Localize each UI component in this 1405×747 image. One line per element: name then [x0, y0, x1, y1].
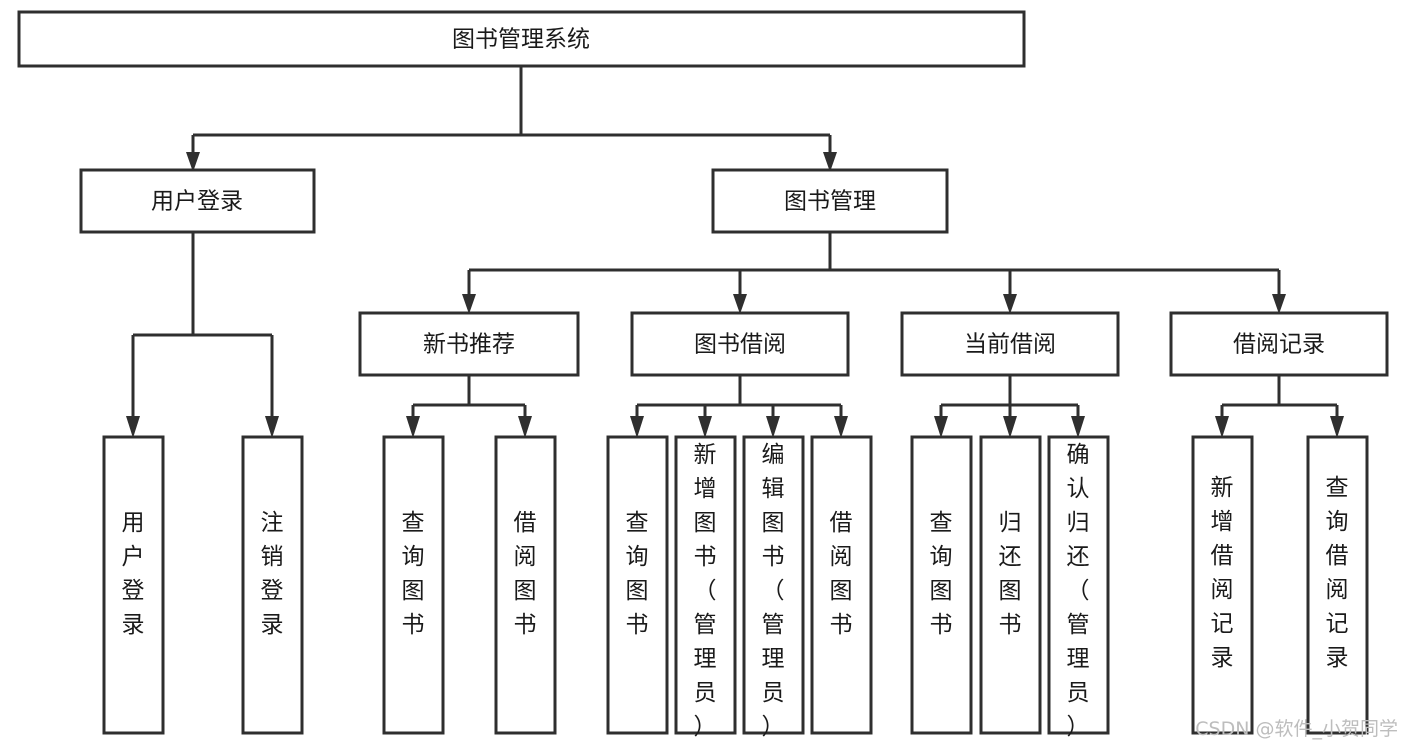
leaf-query-book-1-label: 查询图书 [402, 510, 425, 638]
leaf-node[interactable]: 查询图书 [606, 435, 669, 735]
node-new-book-recommend-box[interactable] [358, 311, 580, 377]
leaf-add-record-label: 新增借阅记录 [1211, 475, 1234, 671]
arrowhead-bb-leaf1 [630, 416, 644, 438]
leaf-confirm-return-box[interactable] [1047, 435, 1110, 735]
arrowhead-bb-leaf3 [766, 416, 780, 438]
leaf-node[interactable]: 查询图书 [382, 435, 445, 735]
node-root[interactable]: 图书管理系统 [17, 10, 1026, 68]
leaf-user-login-label: 用户登录 [122, 510, 145, 638]
leaf-add-book-label: 新增图书（管理员） [694, 442, 717, 740]
node-new-book-recommend-label: 新书推荐 [423, 332, 515, 358]
leaf-query-book-2-label: 查询图书 [626, 510, 649, 638]
leaf-node[interactable]: 注销登录 [241, 435, 304, 735]
leaf-node[interactable]: 查询借阅记录 [1306, 435, 1369, 735]
arrowhead-ul-leaf1 [126, 416, 140, 438]
node-root-label: 图书管理系统 [452, 27, 590, 53]
node-current-borrow-box[interactable] [900, 311, 1120, 377]
node-borrow-record-box[interactable] [1169, 311, 1389, 377]
leaf-borrow-book-1-label: 借阅图书 [514, 510, 537, 638]
node-current-borrow[interactable]: 当前借阅 [900, 311, 1120, 377]
arrowhead-br-leaf2 [1330, 416, 1344, 438]
leaf-user-logout-label: 注销登录 [261, 510, 284, 638]
leaf-user-logout-box[interactable] [241, 435, 304, 735]
node-book-manage-box[interactable] [711, 168, 949, 234]
node-user-login-label: 用户登录 [151, 189, 243, 215]
arrowhead-new-book-recommend [462, 294, 476, 314]
node-borrow-record-label: 借阅记录 [1233, 332, 1325, 358]
leaf-add-book-box[interactable] [674, 435, 737, 735]
arrowhead-borrow-record [1272, 294, 1286, 314]
arrowhead-current-borrow [1003, 294, 1017, 314]
leaf-user-login-box[interactable] [102, 435, 165, 735]
leaf-query-book-1-box[interactable] [382, 435, 445, 735]
arrowhead-cb-leaf1 [934, 416, 948, 438]
node-root-box[interactable] [17, 10, 1026, 68]
arrowhead-book-manage [823, 152, 837, 172]
node-new-book-recommend[interactable]: 新书推荐 [358, 311, 580, 377]
leaf-borrow-book-1-box[interactable] [494, 435, 557, 735]
arrowhead-nbr-leaf1 [406, 416, 420, 438]
leaf-node[interactable]: 借阅图书 [810, 435, 873, 735]
csdn-watermark: CSDN @软件_小贺同学 [1195, 718, 1398, 740]
leaf-node[interactable]: 新增借阅记录 [1191, 435, 1254, 735]
node-current-borrow-label: 当前借阅 [964, 332, 1056, 358]
leaf-return-book-box[interactable] [979, 435, 1042, 735]
leaf-query-record-box[interactable] [1306, 435, 1369, 735]
leaf-node[interactable]: 查询图书 [910, 435, 973, 735]
node-book-borrow[interactable]: 图书借阅 [630, 311, 850, 377]
arrowhead-bb-leaf2 [698, 416, 712, 438]
leaf-confirm-return-label: 确认归还（管理员） [1067, 442, 1090, 740]
leaf-edit-book-label: 编辑图书（管理员） [762, 442, 785, 740]
node-borrow-record[interactable]: 借阅记录 [1169, 311, 1389, 377]
leaf-query-record-label: 查询借阅记录 [1326, 475, 1349, 671]
node-book-borrow-box[interactable] [630, 311, 850, 377]
leaf-node[interactable]: 编辑图书（管理员） [742, 435, 805, 740]
arrowhead-nbr-leaf2 [518, 416, 532, 438]
leaf-node[interactable]: 新增图书（管理员） [674, 435, 737, 740]
leaf-query-book-3-label: 查询图书 [930, 510, 953, 638]
leaf-query-book-3-box[interactable] [910, 435, 973, 735]
arrowhead-book-borrow [733, 294, 747, 314]
leaf-node[interactable]: 借阅图书 [494, 435, 557, 735]
leaf-query-book-2-box[interactable] [606, 435, 669, 735]
leaf-borrow-book-2-box[interactable] [810, 435, 873, 735]
node-user-login[interactable]: 用户登录 [79, 168, 316, 234]
node-book-manage-label: 图书管理 [784, 189, 876, 215]
arrowhead-ul-leaf2 [265, 416, 279, 438]
leaf-node[interactable]: 确认归还（管理员） [1047, 435, 1110, 740]
arrowhead-bb-leaf4 [834, 416, 848, 438]
node-book-manage[interactable]: 图书管理 [711, 168, 949, 234]
arrowhead-br-leaf1 [1215, 416, 1229, 438]
leaf-return-book-label: 归还图书 [999, 510, 1022, 638]
arrowhead-cb-leaf3 [1071, 416, 1085, 438]
node-user-login-box[interactable] [79, 168, 316, 234]
node-book-borrow-label: 图书借阅 [694, 332, 786, 358]
connector-layer [126, 66, 1344, 438]
leaf-node[interactable]: 归还图书 [979, 435, 1042, 735]
leaf-borrow-book-2-label: 借阅图书 [830, 510, 853, 638]
leaf-node[interactable]: 用户登录 [102, 435, 165, 735]
arrowhead-user-login [186, 152, 200, 172]
leaf-edit-book-box[interactable] [742, 435, 805, 735]
leaf-add-record-box[interactable] [1191, 435, 1254, 735]
arrowhead-cb-leaf2 [1003, 416, 1017, 438]
